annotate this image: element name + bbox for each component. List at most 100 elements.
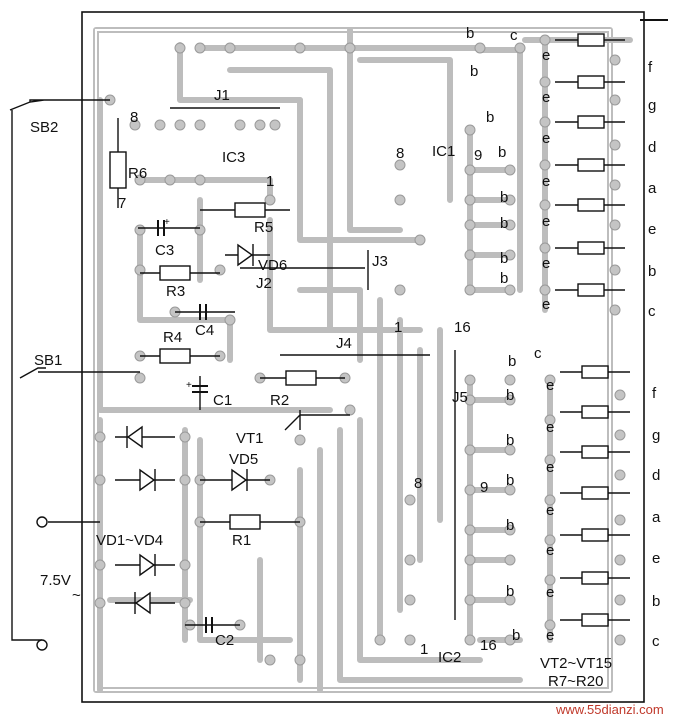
b-pad-label-3: b [486, 109, 494, 126]
solder-pad [614, 389, 626, 401]
solder-pad [394, 284, 406, 296]
solder-pad [224, 42, 236, 54]
label-j1: J1 [214, 87, 230, 104]
label-j3: J3 [372, 253, 388, 270]
solder-pad [464, 444, 476, 456]
vd5-body [231, 468, 248, 492]
solder-pad [544, 454, 556, 466]
solder-pad [394, 194, 406, 206]
e-label-lower-7: e [546, 627, 554, 644]
solder-pad [194, 174, 206, 186]
solder-pad [464, 484, 476, 496]
solder-pad [164, 174, 176, 186]
label-sb2: SB2 [30, 119, 58, 136]
pin-8-top: 8 [130, 109, 138, 126]
solder-pad [464, 219, 476, 231]
r5-body [234, 202, 266, 218]
solder-pad [404, 634, 416, 646]
solder-pad [294, 434, 306, 446]
solder-pad [464, 249, 476, 261]
label-r2: R2 [270, 392, 289, 409]
solder-pad [179, 474, 191, 486]
solder-pads [94, 34, 626, 666]
solder-pad [504, 164, 516, 176]
b-pad-label-14: b [506, 583, 514, 600]
label-pad-c-upper: c [510, 27, 518, 44]
solder-pad [609, 304, 621, 316]
r2-body [285, 370, 317, 386]
b-pad-label-10: b [506, 387, 514, 404]
solder-pad [179, 431, 191, 443]
label-r1: R1 [232, 532, 251, 549]
solder-pad [179, 559, 191, 571]
pin-8-ic2: 8 [414, 475, 422, 492]
solder-pad [344, 404, 356, 416]
solder-pad [539, 116, 551, 128]
segment-lower-f: f [652, 385, 657, 402]
solder-pad [134, 372, 146, 384]
board-outline [81, 11, 645, 703]
label-r6: R6 [128, 165, 147, 182]
solder-pad [609, 139, 621, 151]
solder-pad [504, 484, 516, 496]
solder-pad [539, 76, 551, 88]
solder-pad [154, 119, 166, 131]
ac-terminal-bottom [36, 639, 48, 651]
e-label-upper-7: e [542, 296, 550, 313]
solder-pad [464, 634, 476, 646]
label-vd1-vd4: VD1~VD4 [96, 532, 163, 549]
pin-9-ic1: 9 [474, 147, 482, 164]
solder-pad [504, 594, 516, 606]
e-label-upper-1: e [542, 47, 550, 64]
label-ac-symbol: ~ [72, 587, 81, 604]
labels: SB2 SB1 R6 R5 R3 R4 R2 R1 C3 C4 C1 C2 VD… [30, 27, 612, 690]
r3-body [159, 265, 191, 281]
solder-pad [544, 534, 556, 546]
r1-body [229, 514, 261, 530]
copper-traces [93, 27, 633, 693]
label-j2: J2 [256, 275, 272, 292]
segment-lower-g: g [652, 427, 660, 444]
b-pad-label-8: b [500, 270, 508, 287]
segment-upper-e: e [648, 221, 656, 238]
solder-pad [544, 574, 556, 586]
b-pad-label-12: b [506, 472, 514, 489]
solder-pad [614, 514, 626, 526]
solder-pad [414, 234, 426, 246]
solder-pad [539, 34, 551, 46]
solder-pad [539, 284, 551, 296]
e-label-lower-5: e [546, 542, 554, 559]
solder-pad [94, 597, 106, 609]
e-label-lower-4: e [546, 502, 554, 519]
solder-pad [614, 594, 626, 606]
pin-1-ic2: 1 [420, 641, 428, 658]
resistor-bodies [109, 33, 609, 627]
solder-pad [504, 374, 516, 386]
solder-pad [504, 219, 516, 231]
e-label-upper-4: e [542, 173, 550, 190]
segment-upper-c: c [648, 303, 656, 320]
solder-pad [464, 394, 476, 406]
b-pad-label-13: b [506, 517, 514, 534]
e-label-upper-2: e [542, 89, 550, 106]
segment-upper-d: d [648, 139, 656, 156]
label-vt2-vt15: VT2~VT15 [540, 655, 612, 672]
e-label-lower-1: e [546, 377, 554, 394]
solder-pad [264, 194, 276, 206]
pin-9-ic2: 9 [480, 479, 488, 496]
solder-pad [609, 219, 621, 231]
solder-pad [134, 224, 146, 236]
solder-pad [404, 554, 416, 566]
solder-pad [464, 524, 476, 536]
solder-pad [224, 314, 236, 326]
capacitor-symbols [157, 220, 213, 633]
label-c3: C3 [155, 242, 174, 259]
solder-pad [294, 654, 306, 666]
label-r7-r20: R7~R20 [548, 673, 603, 690]
segment-upper-g: g [648, 97, 656, 114]
solder-pad [504, 284, 516, 296]
pin-8-ic1: 8 [396, 145, 404, 162]
label-c4: C4 [195, 322, 214, 339]
solder-pad [194, 119, 206, 131]
